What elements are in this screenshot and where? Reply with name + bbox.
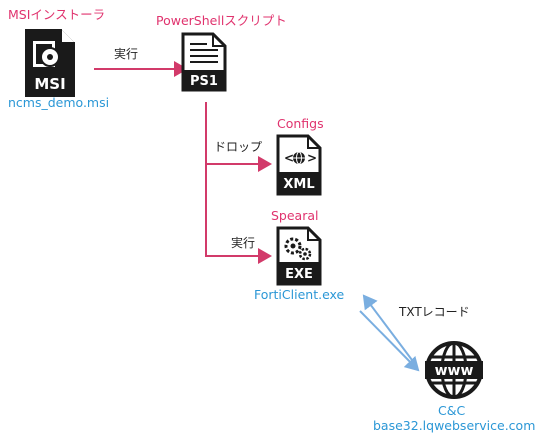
msi-file-icon: MSI: [25, 29, 75, 97]
edge-label-drop: ドロップ: [214, 140, 263, 154]
msi-title: MSIインストーラ: [8, 7, 106, 22]
cc-caption: base32.lqwebservice.com: [373, 418, 536, 433]
www-globe-icon: www: [425, 341, 483, 399]
ps1-badge: PS1: [190, 74, 218, 89]
ps1-file-icon: PS1: [181, 32, 227, 92]
spearal-title: Spearal: [271, 208, 319, 223]
edge-label-txt-record: TXTレコード: [399, 305, 470, 319]
msi-badge: MSI: [34, 75, 65, 93]
globe-www-text: www: [435, 363, 474, 379]
xml-badge: XML: [283, 177, 314, 192]
exe-file-icon: EXE: [276, 226, 322, 286]
msi-caption: ncms_demo.msi: [8, 95, 110, 110]
exe-badge: EXE: [285, 267, 313, 282]
ps1-title: PowerShellスクリプト: [156, 13, 287, 28]
svg-text:<: <: [284, 151, 294, 165]
edge-label-exec-2: 実行: [231, 236, 256, 250]
arrow-spearal-to-cc: [359, 310, 420, 372]
xml-file-icon: < > XML: [276, 134, 322, 196]
configs-title: Configs: [277, 116, 324, 131]
arrow-cc-to-spearal: [362, 294, 413, 361]
spearal-caption: FortiClient.exe: [254, 287, 345, 302]
edge-label-exec-1: 実行: [114, 47, 139, 61]
svg-text:>: >: [307, 151, 317, 165]
cc-title: C&C: [438, 403, 466, 418]
